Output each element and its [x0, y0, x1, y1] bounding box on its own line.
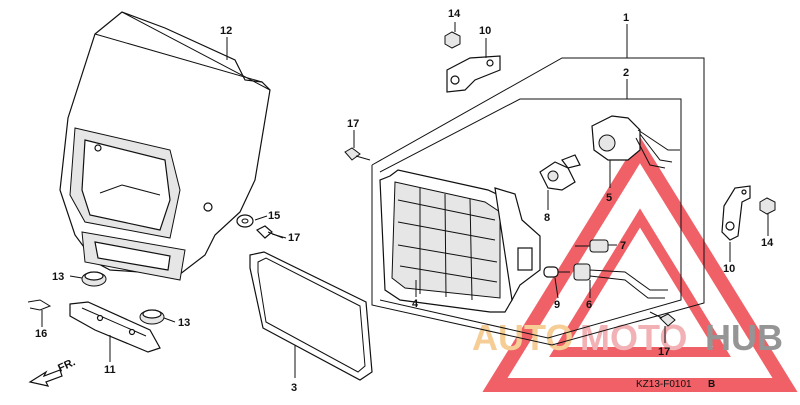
callout-16: 16	[35, 328, 47, 340]
callout-14-right: 14	[761, 237, 774, 249]
callout-2: 2	[623, 67, 629, 79]
grommet-left	[81, 271, 107, 287]
callout-6: 6	[586, 299, 592, 311]
washer	[236, 214, 254, 228]
callout-5: 5	[606, 192, 612, 204]
callout-8: 8	[544, 212, 550, 224]
stay-bracket-top	[446, 55, 501, 93]
front-direction-arrow: FR.	[28, 356, 77, 387]
headlight-cowl	[59, 11, 271, 281]
drawing-code-text: KZ13-F0101	[636, 379, 692, 390]
drawing-code-suffix: B	[708, 379, 715, 390]
callout-10-top: 10	[479, 25, 491, 37]
callout-4: 4	[412, 298, 419, 310]
bolt-top	[344, 147, 371, 161]
assembly-box-1	[371, 57, 705, 346]
drawing-code: KZ13-F0101 B	[636, 379, 715, 390]
flange-nut-right	[759, 197, 776, 215]
assembly-box-2	[379, 98, 682, 339]
wire-clip	[27, 299, 52, 311]
grommet-right	[139, 309, 165, 325]
mounting-plate	[69, 301, 161, 353]
bulb-socket	[591, 115, 680, 169]
callout-12: 12	[220, 25, 232, 37]
flange-nut-top	[444, 31, 461, 49]
watermark-text-hub: HUB	[705, 317, 783, 358]
bolt-bottom	[649, 311, 676, 327]
headlight-seal	[249, 251, 373, 381]
front-direction-label: FR.	[56, 356, 77, 374]
callout-11: 11	[104, 364, 116, 376]
callout-13-left: 13	[52, 271, 64, 283]
stay-bracket-right	[721, 185, 751, 241]
watermark-text-auto: AUTO	[472, 317, 573, 358]
callout-7: 7	[620, 240, 626, 252]
callout-1: 1	[623, 12, 629, 24]
callout-10-right: 10	[723, 263, 735, 275]
callout-15: 15	[268, 210, 280, 222]
callout-14-top: 14	[448, 8, 461, 20]
callout-3: 3	[291, 382, 297, 394]
leader-lines	[41, 22, 769, 378]
callout-17-bottom: 17	[658, 346, 670, 358]
headlight-bulb	[539, 154, 581, 191]
callout-17-top: 17	[347, 118, 359, 130]
callout-9: 9	[554, 299, 560, 311]
callout-labels: 12 1 2 14 10 17 15 17 13 13 16 11 3 4 5 …	[35, 8, 774, 394]
callout-17-left: 17	[288, 232, 300, 244]
callout-13-right: 13	[178, 317, 190, 329]
position-socket	[573, 263, 668, 299]
position-bulb	[575, 239, 609, 253]
small-bulb	[543, 266, 570, 278]
headlight-unit	[379, 169, 541, 313]
watermark-triangle-outer	[482, 136, 798, 392]
